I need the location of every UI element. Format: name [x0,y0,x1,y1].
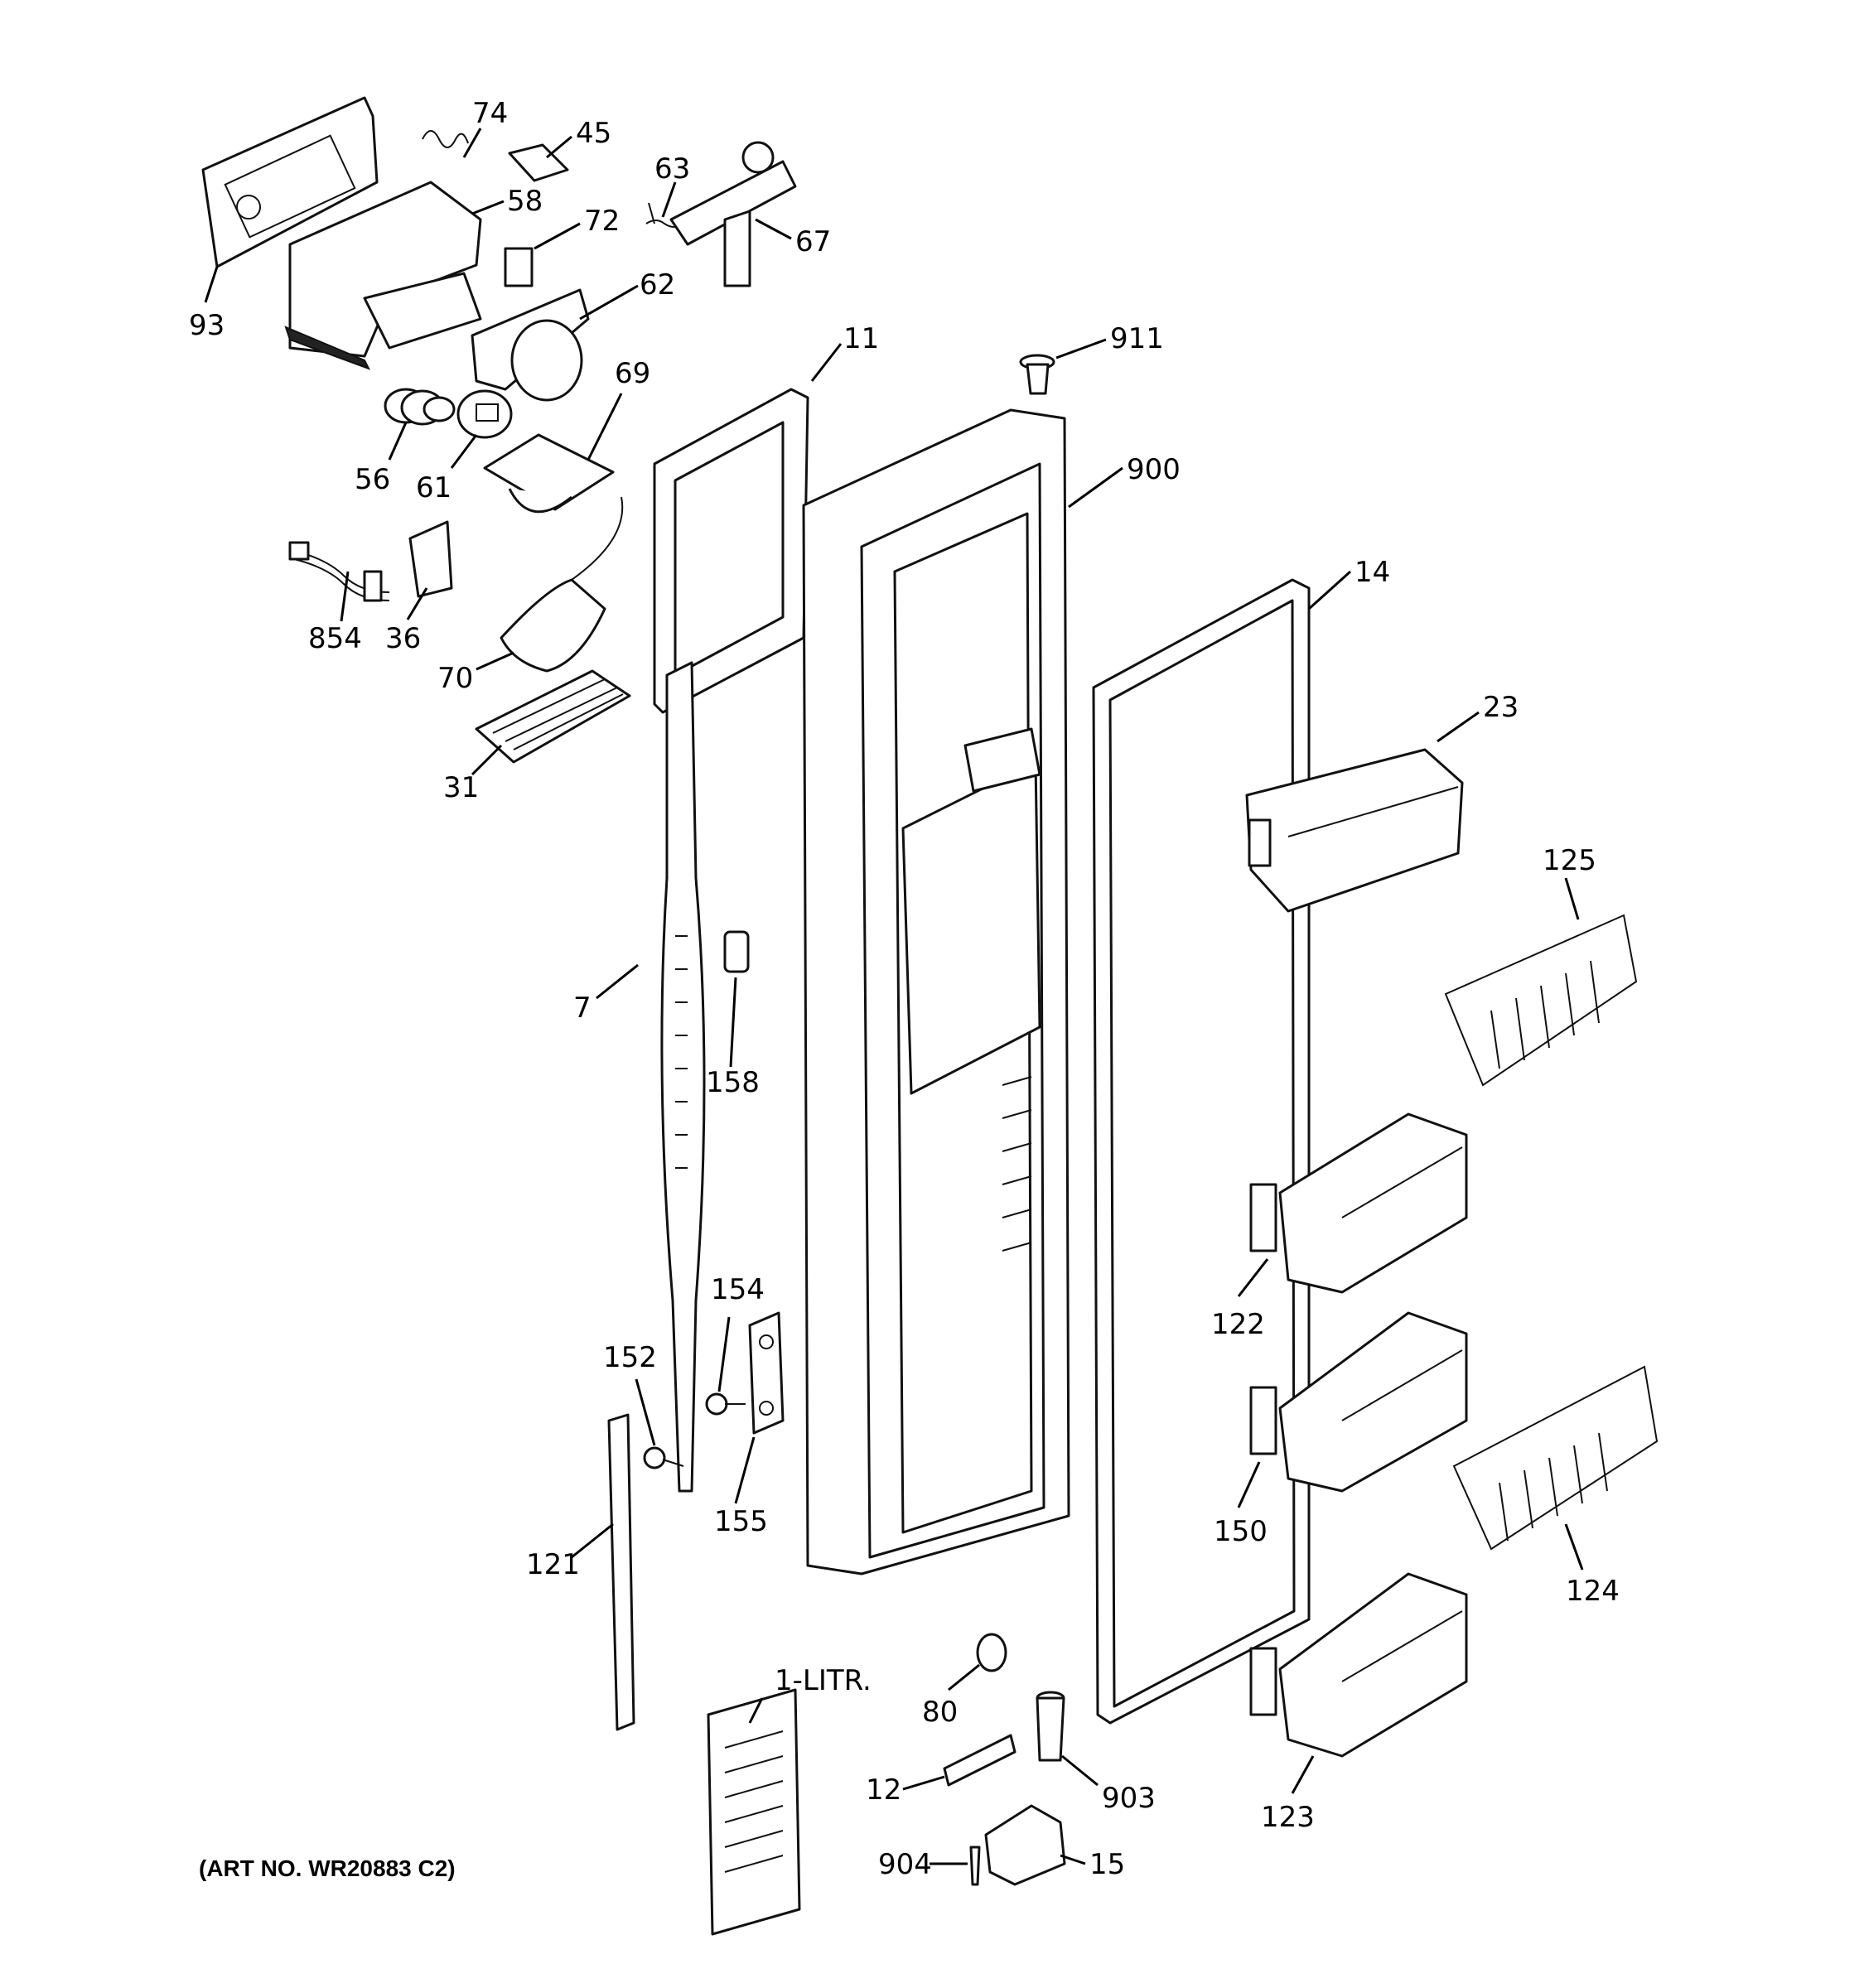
tube-903-part [1036,1691,1065,1762]
solenoid-56-part [384,388,456,426]
callout-80: 80 [922,1696,958,1729]
lever-67-part [669,141,797,287]
funnel-62-part [471,288,590,402]
strip-121-part [607,1413,635,1731]
callout-904: 904 [878,1848,932,1881]
callout-1-litr: 1-LITR. [775,1664,872,1697]
art-number: (ART NO. WR20883 C2) [199,1855,456,1881]
callout-72: 72 [584,205,620,238]
callout-12: 12 [866,1773,901,1807]
callout-15: 15 [1089,1848,1125,1881]
actuator-61-part [456,389,513,439]
clip-158-part [723,930,750,973]
callout-14: 14 [1355,556,1390,589]
callout-911: 911 [1110,322,1164,355]
screw-152-part [643,1446,684,1469]
callout-74: 74 [472,97,508,130]
callout-63: 63 [654,152,690,186]
bin-23-part [1245,748,1464,913]
callout-56: 56 [355,463,390,496]
callout-121: 121 [526,1548,580,1581]
callout-58: 58 [507,185,543,218]
callout-62: 62 [640,268,675,302]
callout-125: 125 [1543,844,1596,877]
callout-900: 900 [1127,453,1181,486]
callout-7: 7 [573,992,592,1025]
wire-harness-854-part [288,541,390,602]
screw-154-part [705,1392,746,1416]
chute-69-part [483,433,615,514]
door-bin-122-part [1249,1112,1468,1294]
gasket-14-part [1092,578,1311,1725]
callout-155: 155 [714,1505,768,1538]
callout-36: 36 [385,622,421,655]
callout-69: 69 [615,357,650,390]
callout-122: 122 [1211,1308,1265,1341]
bracket-12-part [943,1734,1017,1787]
cap-911-part [1019,354,1055,395]
door-flap-70-part [500,496,624,673]
door-bin-150-part [1249,1311,1468,1493]
bracket-36-part [408,520,453,598]
callout-31: 31 [443,771,479,804]
control-panel-part [201,96,379,268]
callout-93: 93 [189,309,225,342]
callout-124: 124 [1566,1575,1620,1608]
callout-67: 67 [795,225,831,258]
bracket-45-part [508,143,569,182]
callout-23: 23 [1483,691,1519,724]
callout-854: 854 [308,622,362,655]
inner-frame-11-part [653,388,809,714]
wire-basket-125-part [1444,914,1638,1087]
leader-lines [204,128,1584,1865]
callout-labels: 93 74 45 58 63 72 67 62 11 911 69 56 61 … [189,97,1620,1881]
callout-123: 123 [1261,1801,1315,1834]
dispenser-housing-part [284,181,482,370]
callout-70: 70 [437,662,473,695]
door-900-part [802,408,1070,1575]
callout-154: 154 [711,1273,765,1306]
spring-74-part [422,130,469,148]
literature-1-litr-part [707,1688,801,1936]
callout-11: 11 [843,322,879,355]
callout-158: 158 [706,1066,760,1099]
wire-basket-124-part [1452,1365,1659,1551]
trim-7-part [660,661,706,1493]
callout-150: 150 [1214,1515,1268,1548]
hinge-15-part [984,1804,1066,1886]
door-bin-123-part [1249,1572,1468,1758]
switch-72-part [504,247,534,287]
callout-903: 903 [1102,1782,1156,1815]
plug-80-part [976,1633,1007,1672]
hinge-155-part [748,1311,785,1435]
grille-31-part [475,669,631,764]
callout-61: 61 [416,471,452,504]
screw-904-part [969,1846,981,1886]
callout-45: 45 [576,117,611,150]
callout-152: 152 [603,1341,657,1374]
